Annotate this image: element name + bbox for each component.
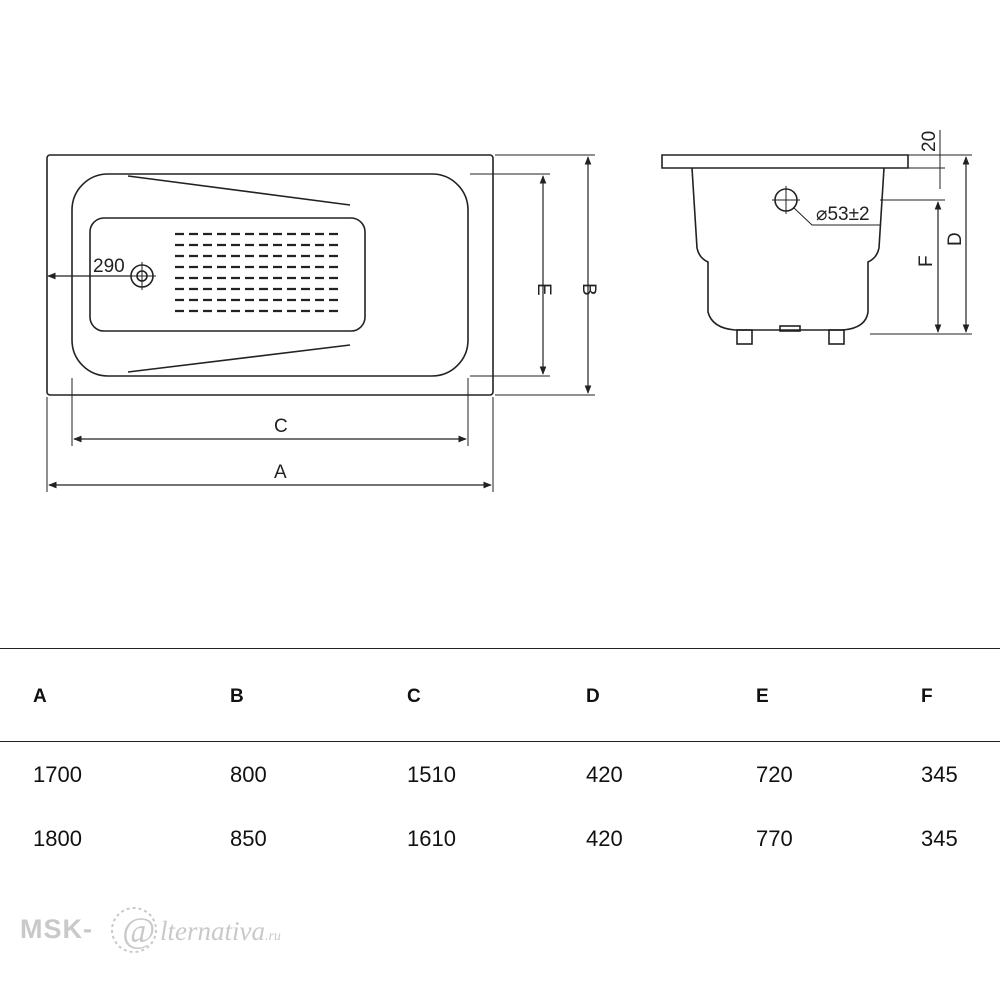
drain-pipe [779,325,801,332]
tub-rim-profile [661,154,909,169]
dimension-a-label: A [274,462,287,483]
cell-c: 1610 [407,826,456,851]
tub-inner-basin [71,173,469,377]
cell-a: 1800 [33,826,82,851]
dimension-e-label: E [533,283,554,296]
header-d: D [586,686,600,707]
header-b: B [230,686,244,707]
dimension-f-label: F [916,255,937,267]
header-c: C [407,686,421,707]
at-sign-icon: @ [111,907,157,953]
cell-f: 345 [921,826,958,851]
rim-dimension-label: 20 [919,131,940,152]
header-a: A [33,686,47,707]
cell-b: 850 [230,826,267,851]
cell-c: 1510 [407,762,456,787]
backrest-slope-top [127,175,351,206]
header-f: F [921,686,933,707]
drain-offset-label: 290 [93,256,125,277]
cell-a: 1700 [33,762,82,787]
anti-slip-pattern [175,232,340,313]
dimension-b-label: B [578,283,599,296]
backrest-slope-bottom [127,344,351,373]
watermark-word: lternativa [160,916,265,946]
dimension-d-label: D [945,232,966,246]
overflow-icon [772,186,800,214]
tub-body-profile [691,167,885,331]
tub-floor [89,217,366,332]
cell-e: 720 [756,762,793,787]
watermark-suffix: lternativa.ru [160,916,281,947]
cell-d: 420 [586,826,623,851]
left-foot [736,329,753,345]
top-view [46,154,595,492]
drain-icon [128,262,156,290]
cell-f: 345 [921,762,958,787]
tub-outer-rim [46,154,494,396]
watermark-domain: .ru [264,929,281,944]
bathtub-technical-drawing: 290 C A E B ⌀53±2 20 F D [46,130,972,492]
overflow-leader [793,207,880,226]
header-e: E [756,686,769,707]
watermark-mark: @ [122,910,155,950]
drain-diameter-label: ⌀53±2 [816,204,870,225]
cell-e: 770 [756,826,793,851]
table-header-rule [0,741,1000,742]
table-top-rule [0,648,1000,649]
watermark-logo: MSK- @ lternativa.ru [20,900,340,970]
side-view [661,130,972,345]
dimension-c-label: C [274,416,288,437]
watermark-prefix: MSK- [20,914,93,944]
cell-b: 800 [230,762,267,787]
cell-d: 420 [586,762,623,787]
right-foot [828,329,845,345]
